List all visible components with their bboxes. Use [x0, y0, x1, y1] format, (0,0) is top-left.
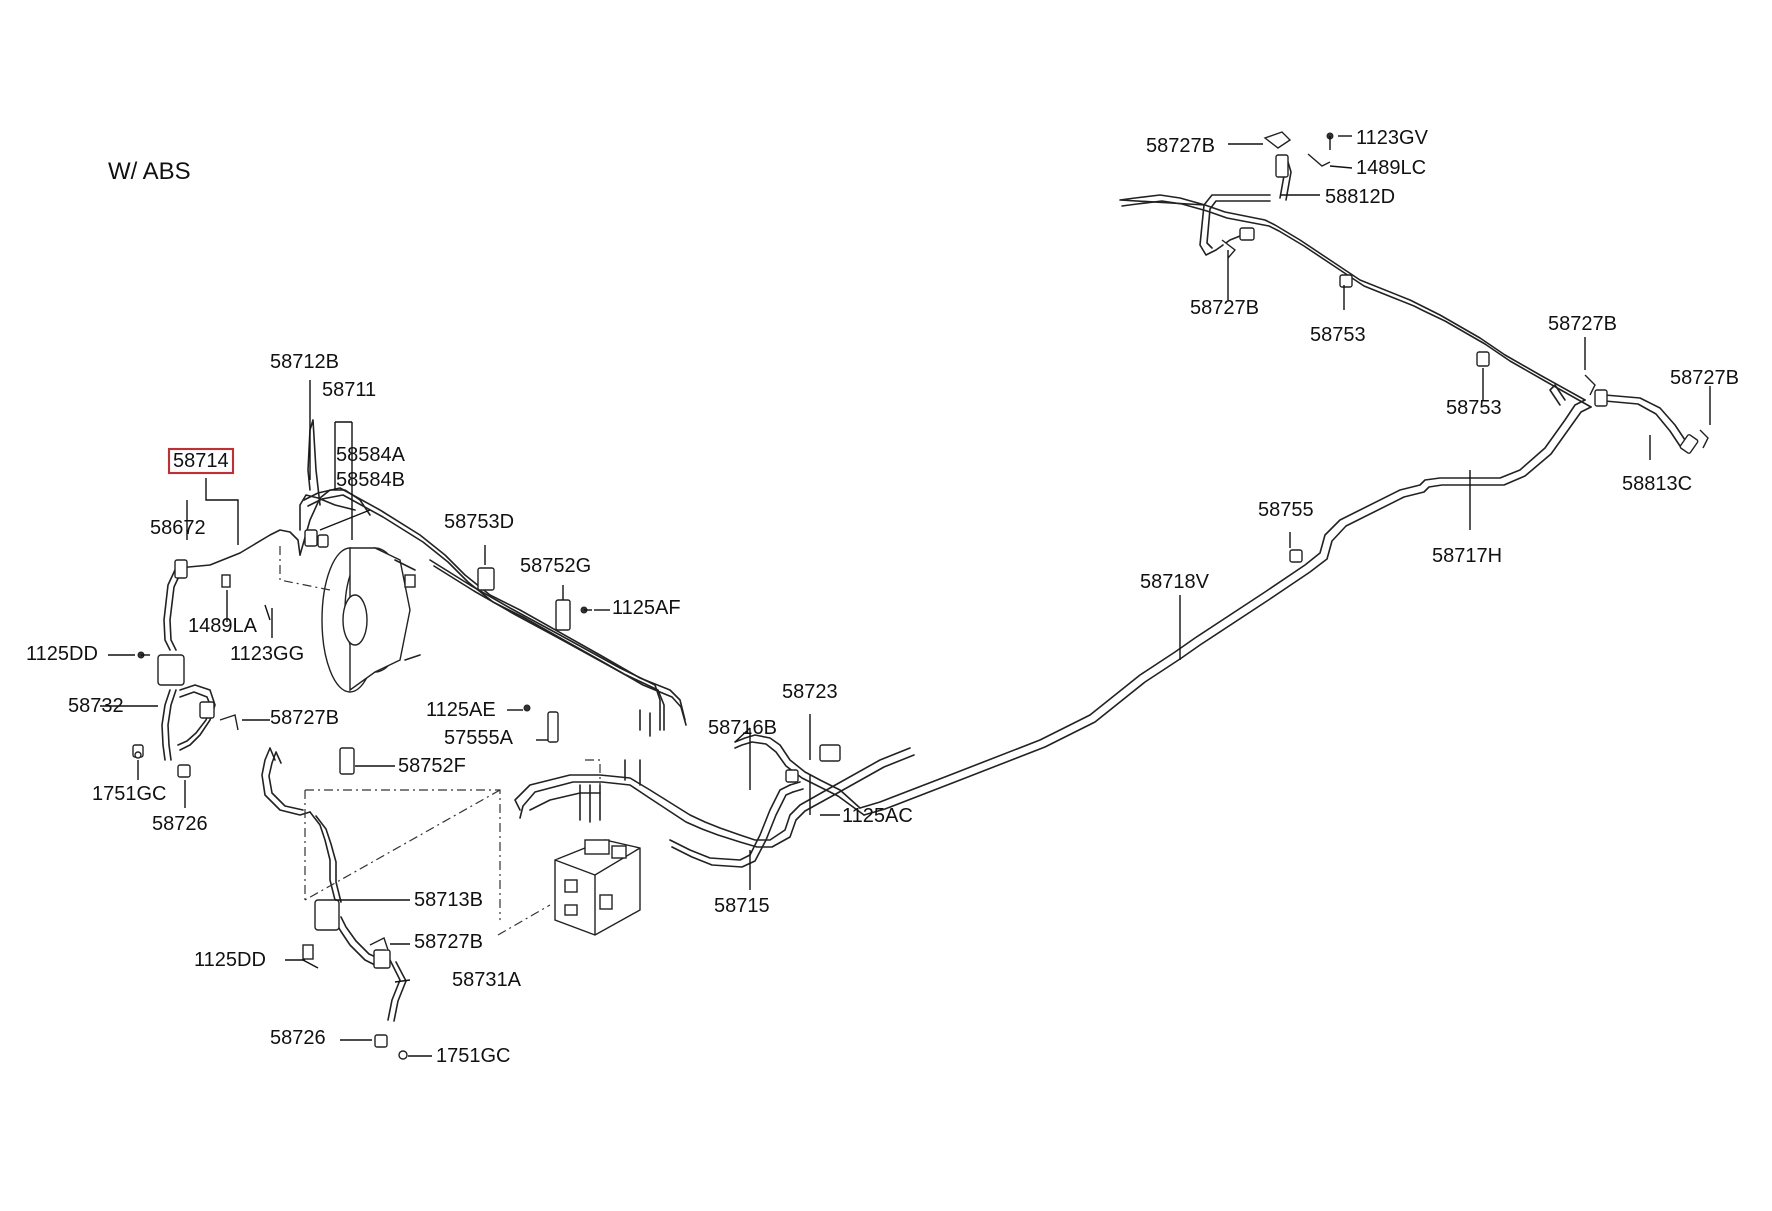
part-label-1751GC[interactable]: 1751GC: [436, 1045, 511, 1067]
part-label-1123GV[interactable]: 1123GV: [1356, 127, 1428, 149]
part-label-58715[interactable]: 58715: [714, 895, 770, 917]
part-label-1125DD[interactable]: 1125DD: [26, 643, 98, 665]
part-label-58672[interactable]: 58672: [150, 517, 206, 539]
leader-lines: [100, 135, 1711, 1057]
abs-modulator: [554, 839, 641, 936]
part-label-58584A[interactable]: 58584A: [336, 444, 405, 466]
dash-dot-lines: [279, 546, 601, 936]
hose-58813C: [1594, 389, 1699, 454]
part-label-57555A[interactable]: 57555A: [444, 727, 513, 749]
part-label-58813C[interactable]: 58813C: [1622, 473, 1693, 495]
part-label-58726[interactable]: 58726: [270, 1027, 326, 1049]
part-label-58812D[interactable]: 58812D: [1325, 186, 1396, 208]
fittings: [132, 131, 1709, 1060]
part-label-58712B[interactable]: 58712B: [270, 351, 339, 373]
brake-booster: [321, 547, 421, 693]
part-label-58727B[interactable]: 58727B: [1190, 297, 1259, 319]
part-label-58723[interactable]: 58723: [782, 681, 838, 703]
part-label-58727B[interactable]: 58727B: [1548, 313, 1617, 335]
part-label-1489LA[interactable]: 1489LA: [188, 615, 257, 637]
part-label-58718V[interactable]: 58718V: [1140, 571, 1209, 593]
part-label-1489LC[interactable]: 1489LC: [1356, 157, 1427, 179]
part-label-58732[interactable]: 58732: [68, 695, 124, 717]
part-label-58752G[interactable]: 58752G: [520, 555, 592, 577]
part-label-58753[interactable]: 58753: [1310, 324, 1366, 346]
part-label-58584B[interactable]: 58584B: [336, 469, 405, 491]
part-label-1125AF[interactable]: 1125AF: [612, 597, 681, 619]
part-label-58727B[interactable]: 58727B: [1146, 135, 1215, 157]
part-label-1125AE[interactable]: 1125AE: [426, 699, 496, 721]
part-label-58727B[interactable]: 58727B: [1670, 367, 1739, 389]
part-label-58755[interactable]: 58755: [1258, 499, 1314, 521]
part-label-58714-highlighted[interactable]: 58714: [168, 448, 234, 474]
hose-58731A: [261, 747, 407, 1022]
part-label-58752F[interactable]: 58752F: [398, 755, 466, 777]
rear-brake-tube: [734, 399, 1592, 816]
part-label-58731A[interactable]: 58731A: [452, 969, 521, 991]
part-label-1125AC[interactable]: 1125AC: [842, 805, 913, 827]
abs-tubes: [514, 747, 915, 848]
part-label-58727B[interactable]: 58727B: [270, 707, 339, 729]
variant-note: W/ ABS: [108, 158, 191, 185]
part-label-1123GG[interactable]: 1123GG: [230, 643, 305, 665]
part-label-58713B[interactable]: 58713B: [414, 889, 483, 911]
part-label-58753D[interactable]: 58753D: [444, 511, 515, 533]
part-label-58716B[interactable]: 58716B: [708, 717, 777, 739]
part-label-1751GC[interactable]: 1751GC: [92, 783, 167, 805]
part-label-58717H[interactable]: 58717H: [1432, 545, 1503, 567]
front-tubes: [177, 419, 687, 737]
part-label-1125DD[interactable]: 1125DD: [194, 949, 266, 971]
part-label-58727B[interactable]: 58727B: [414, 931, 483, 953]
hose-58732: [157, 569, 216, 761]
part-label-58753[interactable]: 58753: [1446, 397, 1502, 419]
part-label-58726[interactable]: 58726: [152, 813, 208, 835]
part-label-58711[interactable]: 58711: [322, 379, 377, 401]
